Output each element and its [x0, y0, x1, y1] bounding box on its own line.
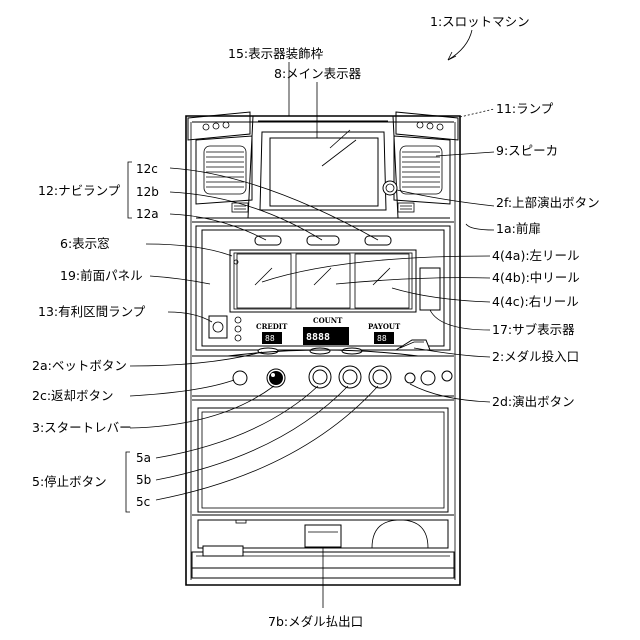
- label-stop-5a: 5a: [136, 451, 151, 465]
- payout-digits: 88: [377, 334, 387, 343]
- count-label: COUNT: [313, 316, 343, 325]
- right-side-button[interactable]: [421, 371, 435, 385]
- label-speaker: 9:スピーカ: [496, 143, 558, 158]
- speaker-left: [196, 136, 252, 204]
- stop-button-5a[interactable]: [309, 366, 331, 388]
- stop-button-5c[interactable]: [369, 366, 391, 388]
- label-stop-button: 5:停止ボタン: [32, 474, 107, 489]
- top-effect-button[interactable]: [383, 181, 397, 195]
- label-advantage-lamp: 13:有利区間ランプ: [38, 304, 146, 319]
- label-sub-display: 17:サブ表示器: [492, 322, 575, 337]
- navi-lamps-12: [255, 236, 391, 245]
- sub-display-17: [420, 268, 440, 310]
- label-top-effect-button: 2f:上部演出ボタン: [496, 195, 600, 210]
- effect-button[interactable]: [405, 373, 415, 383]
- credit-display: CREDIT 88: [256, 322, 288, 344]
- label-navi-12c: 12c: [136, 162, 158, 176]
- payout-outlet-7b: [305, 525, 341, 547]
- label-display-window: 6:表示窓: [60, 236, 110, 251]
- label-medal-slot: 2:メダル投入口: [492, 349, 579, 364]
- credit-digits: 88: [265, 334, 275, 343]
- count-digits: 8888: [306, 332, 330, 343]
- label-stop-5b: 5b: [136, 473, 151, 487]
- label-navi-12a: 12a: [136, 207, 159, 221]
- payout-display: PAYOUT 88: [368, 322, 401, 344]
- label-right-reel: 4(4c):右リール: [492, 294, 579, 309]
- payout-label: PAYOUT: [368, 322, 401, 331]
- label-start-lever: 3:スタートレバー: [32, 420, 132, 435]
- lower-panel: [192, 408, 454, 548]
- label-return-button: 2c:返却ボタン: [32, 388, 114, 403]
- start-lever[interactable]: [267, 369, 285, 387]
- label-stop-5c: 5c: [136, 495, 150, 509]
- label-navi-lamp: 12:ナビランプ: [38, 183, 121, 198]
- label-effect-button: 2d:演出ボタン: [492, 394, 575, 409]
- label-display-frame: 15:表示器装飾枠: [228, 46, 324, 61]
- advantage-lamp-13: [209, 316, 241, 341]
- count-display: COUNT 8888: [303, 316, 349, 345]
- navi-lamp-small: [232, 203, 414, 212]
- label-front-door: 1a:前扉: [496, 221, 541, 236]
- return-button[interactable]: [233, 371, 247, 385]
- label-navi-12b: 12b: [136, 185, 159, 199]
- label-left-reel: 4(4a):左リール: [492, 248, 580, 263]
- label-main-display: 8:メイン表示器: [274, 66, 362, 81]
- credit-label: CREDIT: [256, 322, 288, 331]
- label-lamp: 11:ランプ: [496, 101, 554, 116]
- main-display-8: [270, 130, 378, 206]
- label-center-reel: 4(4b):中リール: [492, 270, 580, 285]
- bet-buttons[interactable]: [258, 348, 362, 354]
- speaker-right: [394, 136, 450, 204]
- label-slot-machine: 1:スロットマシン: [430, 14, 530, 29]
- medal-slot[interactable]: [396, 340, 430, 350]
- label-front-panel: 19:前面パネル: [60, 268, 143, 283]
- stop-button-5b[interactable]: [339, 366, 361, 388]
- label-payout-outlet: 7b:メダル払出口: [268, 614, 363, 629]
- far-right-key: [442, 371, 452, 381]
- label-bet-button: 2a:ベットボタン: [32, 358, 127, 373]
